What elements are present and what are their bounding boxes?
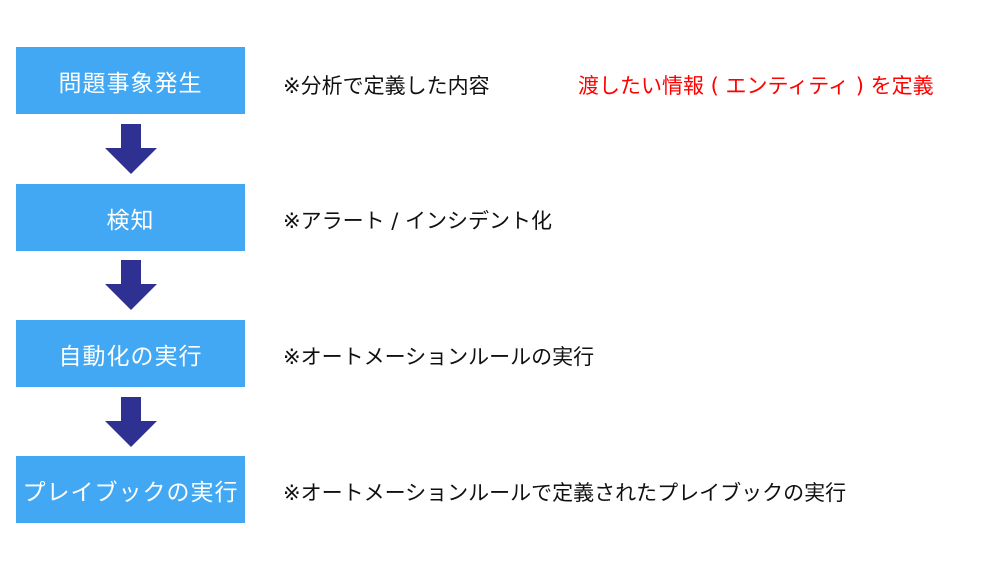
step-label: プレイブックの実行: [22, 479, 239, 506]
step-label: 自動化の実行: [58, 343, 203, 370]
step-detection: 検知: [16, 184, 245, 251]
step-note: ※オートメーションルールの実行: [283, 345, 595, 369]
step-note: ※アラート / インシデント化: [283, 209, 553, 233]
arrow-down-icon: [105, 397, 157, 447]
step-note: ※分析で定義した内容: [283, 74, 490, 98]
step-label: 検知: [106, 207, 155, 234]
arrow-down-icon: [105, 260, 157, 310]
arrow-down-icon: [105, 124, 157, 174]
step-automation: 自動化の実行: [16, 320, 245, 387]
highlight-note: 渡したい情報 ( エンティティ ) を定義: [578, 74, 934, 98]
step-note: ※オートメーションルールで定義されたプレイブックの実行: [283, 481, 847, 505]
step-label: 問題事象発生: [58, 70, 203, 97]
step-playbook: プレイブックの実行: [16, 456, 245, 523]
step-problem-occurrence: 問題事象発生: [16, 47, 245, 114]
